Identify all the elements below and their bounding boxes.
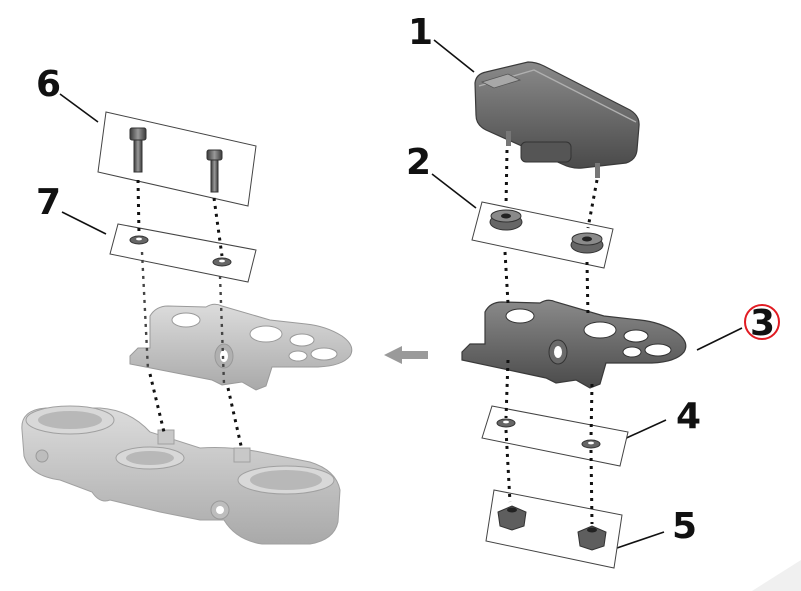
- grommet-set: [431, 173, 614, 269]
- highlight-ring: [744, 304, 780, 340]
- corner-mark: [752, 560, 801, 591]
- callout-1: 1: [408, 12, 433, 53]
- washer-set: [481, 405, 667, 467]
- callout-5: 5: [672, 506, 697, 547]
- washer-set-top: [61, 211, 257, 283]
- assembly-lines-left: [136, 179, 244, 451]
- mounting-bracket: [461, 299, 780, 389]
- callout-2: 2: [406, 142, 431, 183]
- arrow-left-icon: [384, 346, 428, 364]
- ghost-triple-clamp: [21, 405, 341, 545]
- assembly-lines-right: [503, 149, 599, 525]
- callout-4: 4: [676, 396, 701, 437]
- nut-set: [485, 489, 665, 569]
- bolt-set: [59, 93, 257, 207]
- electronic-unit: [433, 39, 640, 178]
- callout-3: 3: [750, 303, 775, 344]
- callout-6: 6: [36, 64, 61, 105]
- callout-7: 7: [36, 182, 61, 223]
- ghost-bracket: [129, 303, 353, 391]
